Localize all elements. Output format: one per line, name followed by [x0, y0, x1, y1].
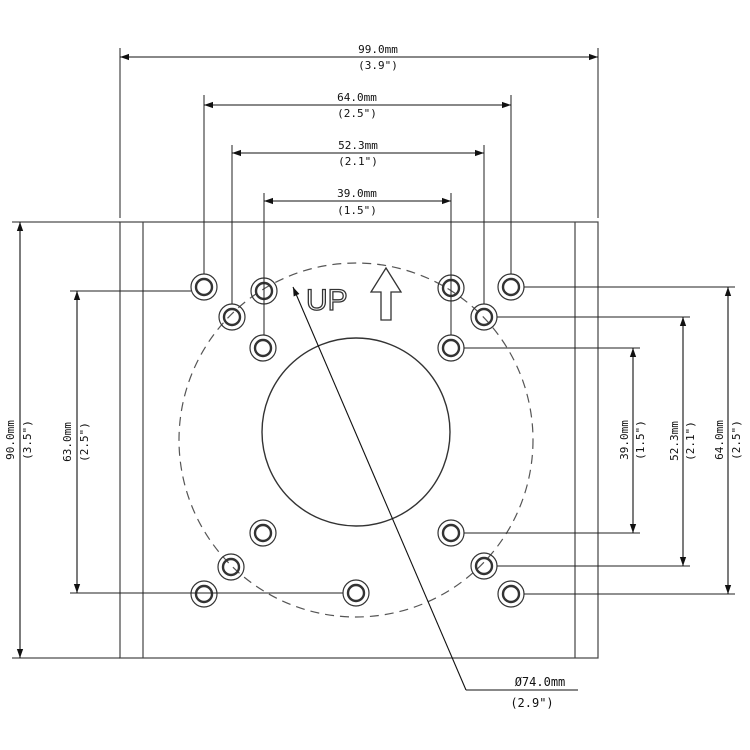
- hole: [497, 273, 525, 301]
- hole: [190, 580, 218, 608]
- dim-99-inch: (3.9"): [358, 59, 398, 72]
- dim-99-mm: 99.0mm: [358, 43, 398, 56]
- hole: [218, 303, 246, 331]
- hole: [217, 553, 245, 581]
- dim-39-mm: 39.0mm: [337, 187, 377, 200]
- dim-63-mm: 63.0mm: [61, 422, 74, 462]
- up-arrow-icon: [369, 266, 403, 321]
- hole: [190, 273, 218, 301]
- hole: [470, 552, 498, 580]
- dim-52-mm: 52.3mm: [338, 139, 378, 152]
- dim-90-mm: 90.0mm: [4, 420, 17, 460]
- hole: [342, 579, 370, 607]
- diameter-label: Ø74.0mm (2.9"): [510, 675, 565, 710]
- dimension-lines: [16, 53, 732, 658]
- hole: [249, 519, 277, 547]
- extension-lines: [12, 48, 735, 659]
- diameter-inch: (2.9"): [510, 696, 553, 710]
- dim-90-inch: (3.5"): [21, 420, 34, 460]
- mounting-holes: [190, 273, 525, 608]
- dim-64-mm: 64.0mm: [337, 91, 377, 104]
- dim-39-inch: (1.5"): [337, 204, 377, 217]
- dim-52-right-inch: (2.1"): [684, 421, 697, 461]
- diameter-leader: [292, 286, 578, 691]
- center-opening: [261, 337, 451, 527]
- up-label: UP: [306, 284, 348, 317]
- hole: [497, 580, 525, 608]
- dim-64-inch: (2.5"): [337, 107, 377, 120]
- dimension-labels-right: 39.0mm (1.5") 52.3mm (2.1") 64.0mm (2.5"…: [618, 420, 743, 461]
- diameter-mm: Ø74.0mm: [515, 675, 566, 689]
- hole: [437, 334, 465, 362]
- dim-64-right-mm: 64.0mm: [713, 420, 726, 460]
- hole: [249, 334, 277, 362]
- dim-52-inch: (2.1"): [338, 155, 378, 168]
- bolt-circle: [178, 262, 534, 618]
- dimension-labels-top: 99.0mm (3.9") 64.0mm (2.5") 52.3mm (2.1"…: [337, 43, 398, 217]
- hole: [437, 519, 465, 547]
- dimension-labels-left: 90.0mm (3.5") 63.0mm (2.5"): [4, 420, 91, 462]
- dim-63-inch: (2.5"): [78, 422, 91, 462]
- dim-39-right-mm: 39.0mm: [618, 420, 631, 460]
- plate-outline: [119, 221, 599, 659]
- dim-52-right-mm: 52.3mm: [668, 421, 681, 461]
- dim-64-right-inch: (2.5"): [730, 420, 743, 460]
- dim-39-right-inch: (1.5"): [634, 420, 647, 460]
- up-marking: UP: [305, 266, 403, 321]
